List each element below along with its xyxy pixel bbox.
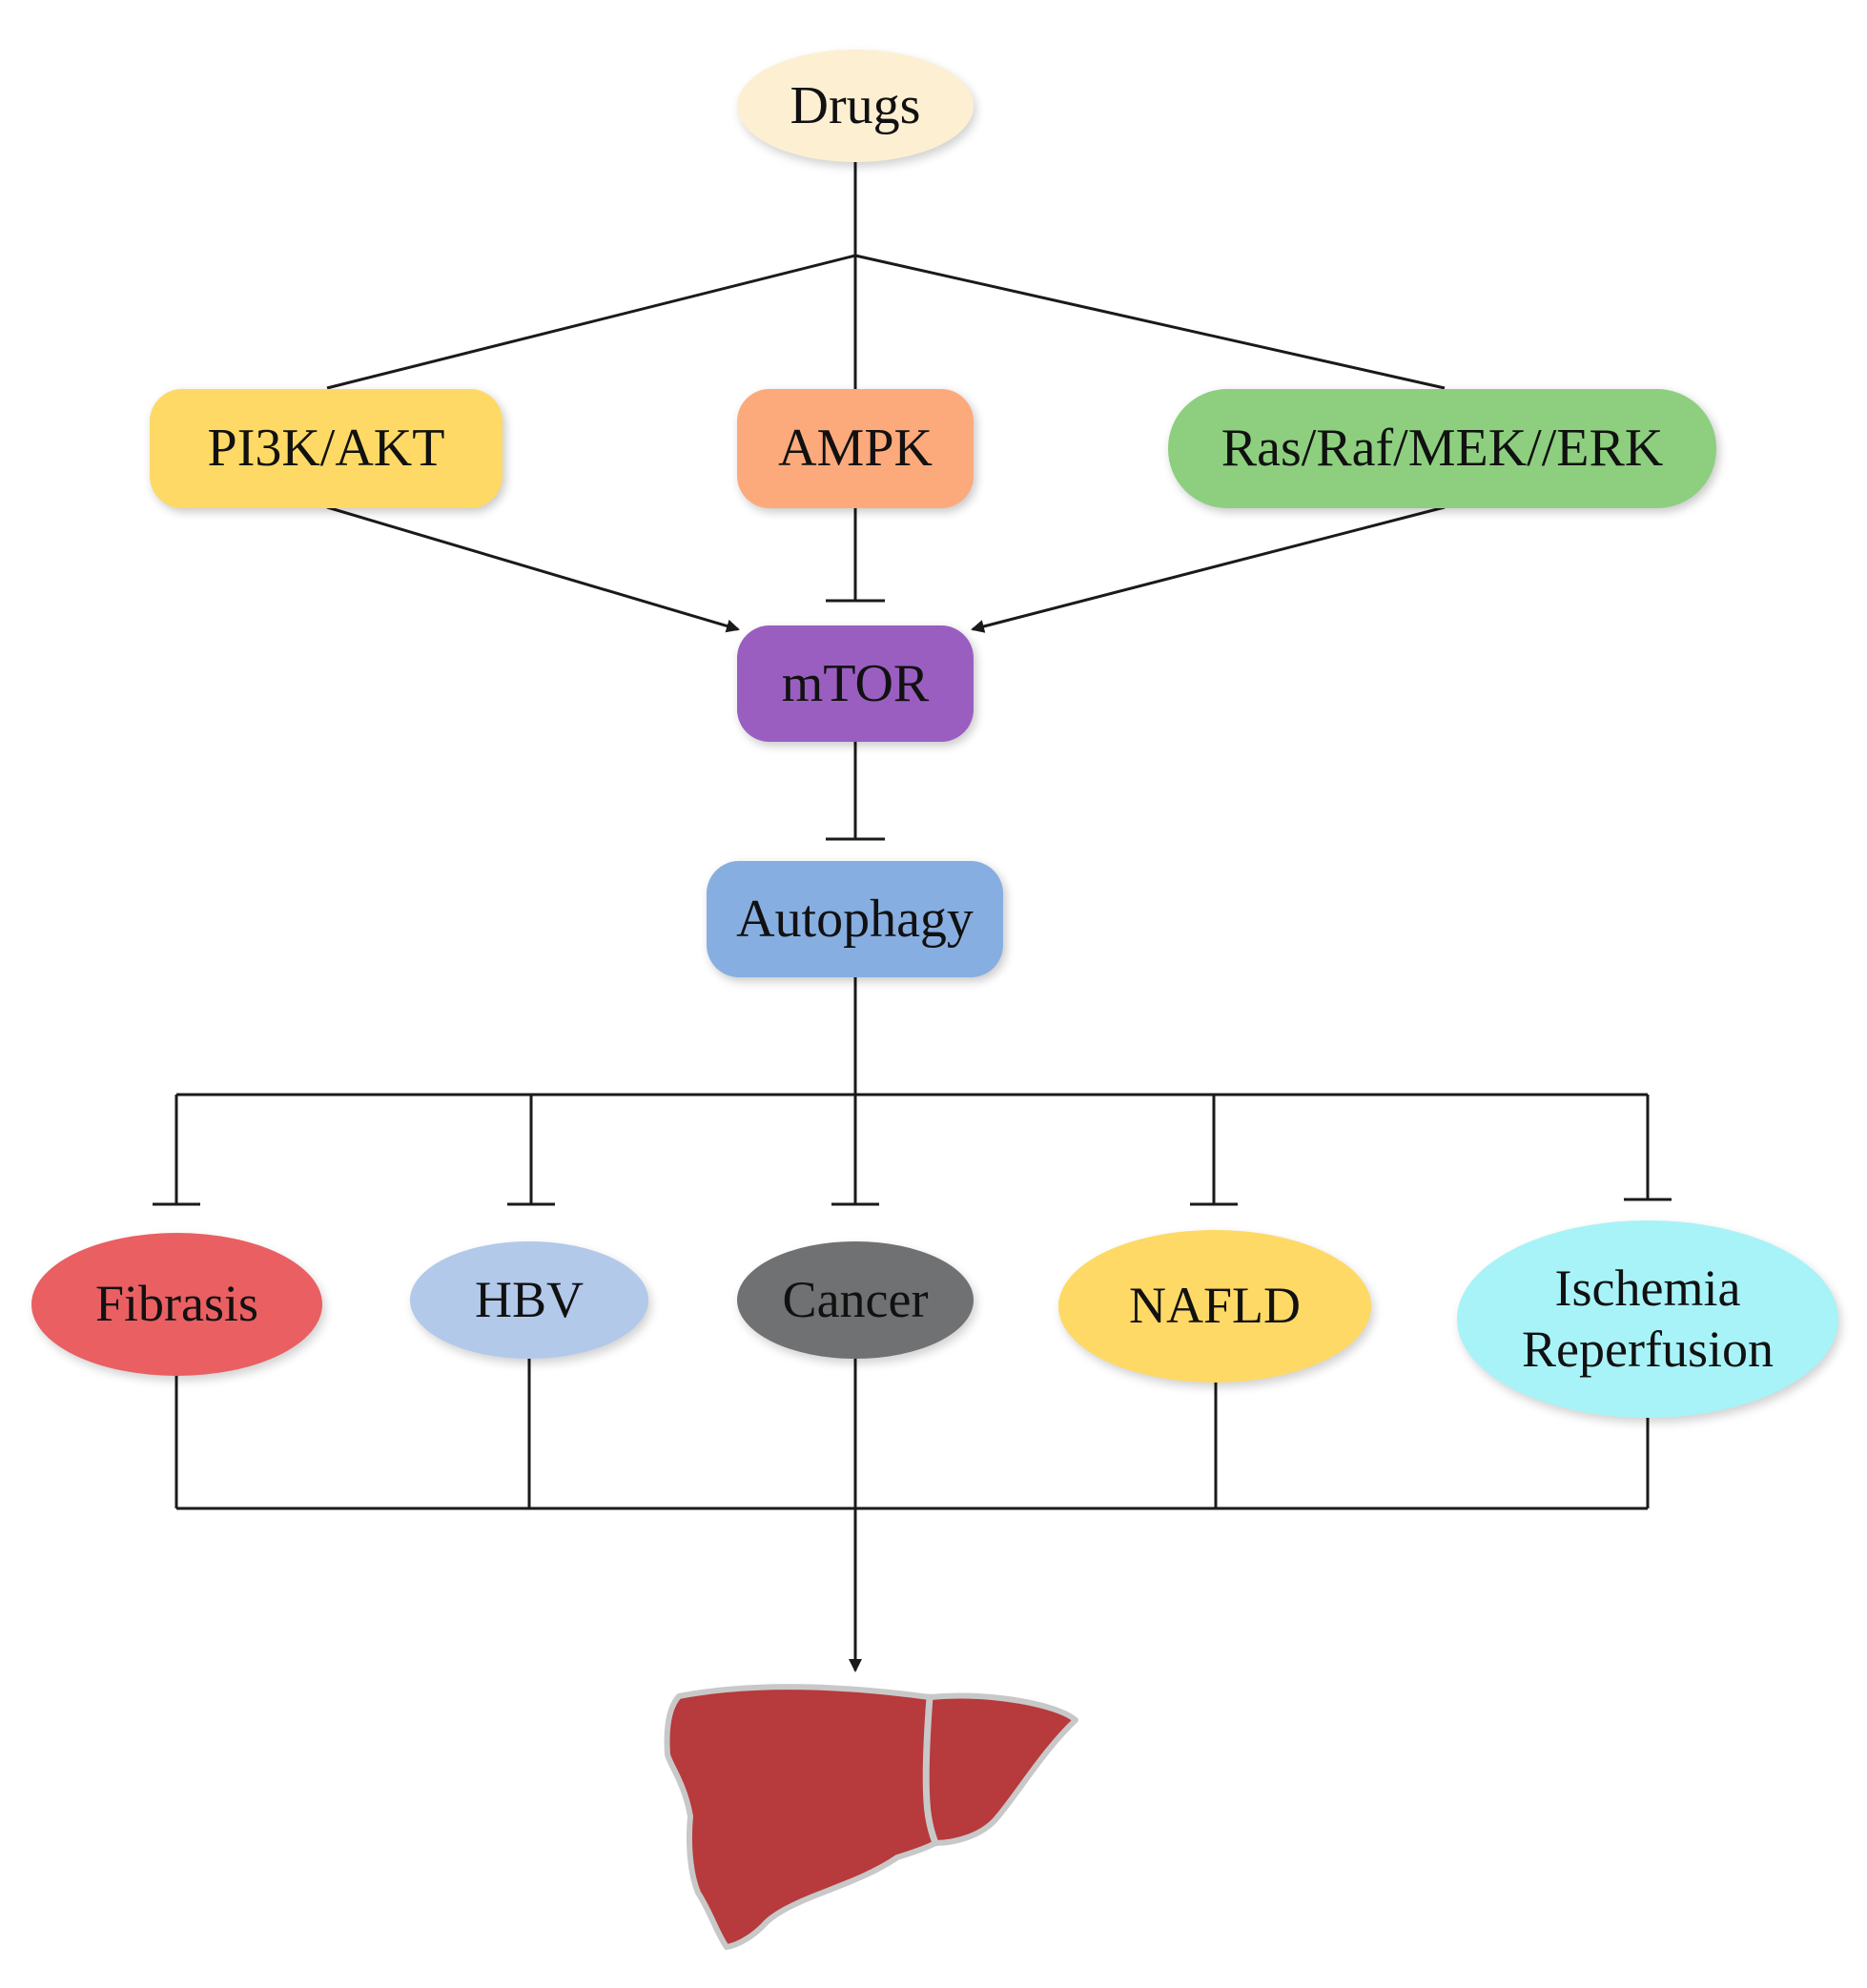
node-ischemia-label-line2: Reperfusion: [1522, 1320, 1774, 1378]
node-hbv-label: HBV: [474, 1270, 584, 1328]
node-hbv: HBV: [410, 1241, 648, 1359]
edge-pi3k-mtor-arrow: [326, 505, 740, 633]
node-nafld-label: NAFLD: [1128, 1277, 1301, 1335]
edge-ras-mtor-arrow: [971, 505, 1446, 633]
node-ischemia-label-line1: Ischemia: [1554, 1259, 1741, 1317]
node-ampk-label: AMPK: [778, 419, 933, 479]
node-fibrasis: Fibrasis: [31, 1233, 322, 1376]
node-pi3k-akt-label: PI3K/AKT: [207, 419, 445, 479]
node-ampk: AMPK: [737, 389, 974, 508]
node-mtor-label: mTOR: [781, 653, 930, 713]
node-drugs: Drugs: [737, 50, 974, 162]
node-pi3k-akt: PI3K/AKT: [150, 389, 503, 508]
node-ras-raf-mek-erk: Ras/Raf/MEK//ERK: [1168, 389, 1716, 508]
edge-drugs-pi3k: [326, 254, 856, 390]
node-ras-raf-mek-erk-label: Ras/Raf/MEK//ERK: [1221, 419, 1664, 479]
node-autophagy-label: Autophagy: [736, 889, 974, 949]
node-fibrasis-label: Fibrasis: [94, 1275, 259, 1333]
node-cancer: Cancer: [737, 1241, 974, 1359]
node-drugs-label: Drugs: [790, 75, 921, 135]
node-nafld: NAFLD: [1058, 1230, 1371, 1383]
node-cancer-label: Cancer: [782, 1270, 929, 1328]
liver-icon: [664, 1684, 1078, 1950]
edge-drugs-ras: [854, 254, 1446, 390]
node-autophagy: Autophagy: [707, 861, 1003, 977]
node-mtor: mTOR: [737, 625, 974, 742]
node-ischemia-reperfusion: Ischemia Reperfusion: [1457, 1220, 1838, 1418]
